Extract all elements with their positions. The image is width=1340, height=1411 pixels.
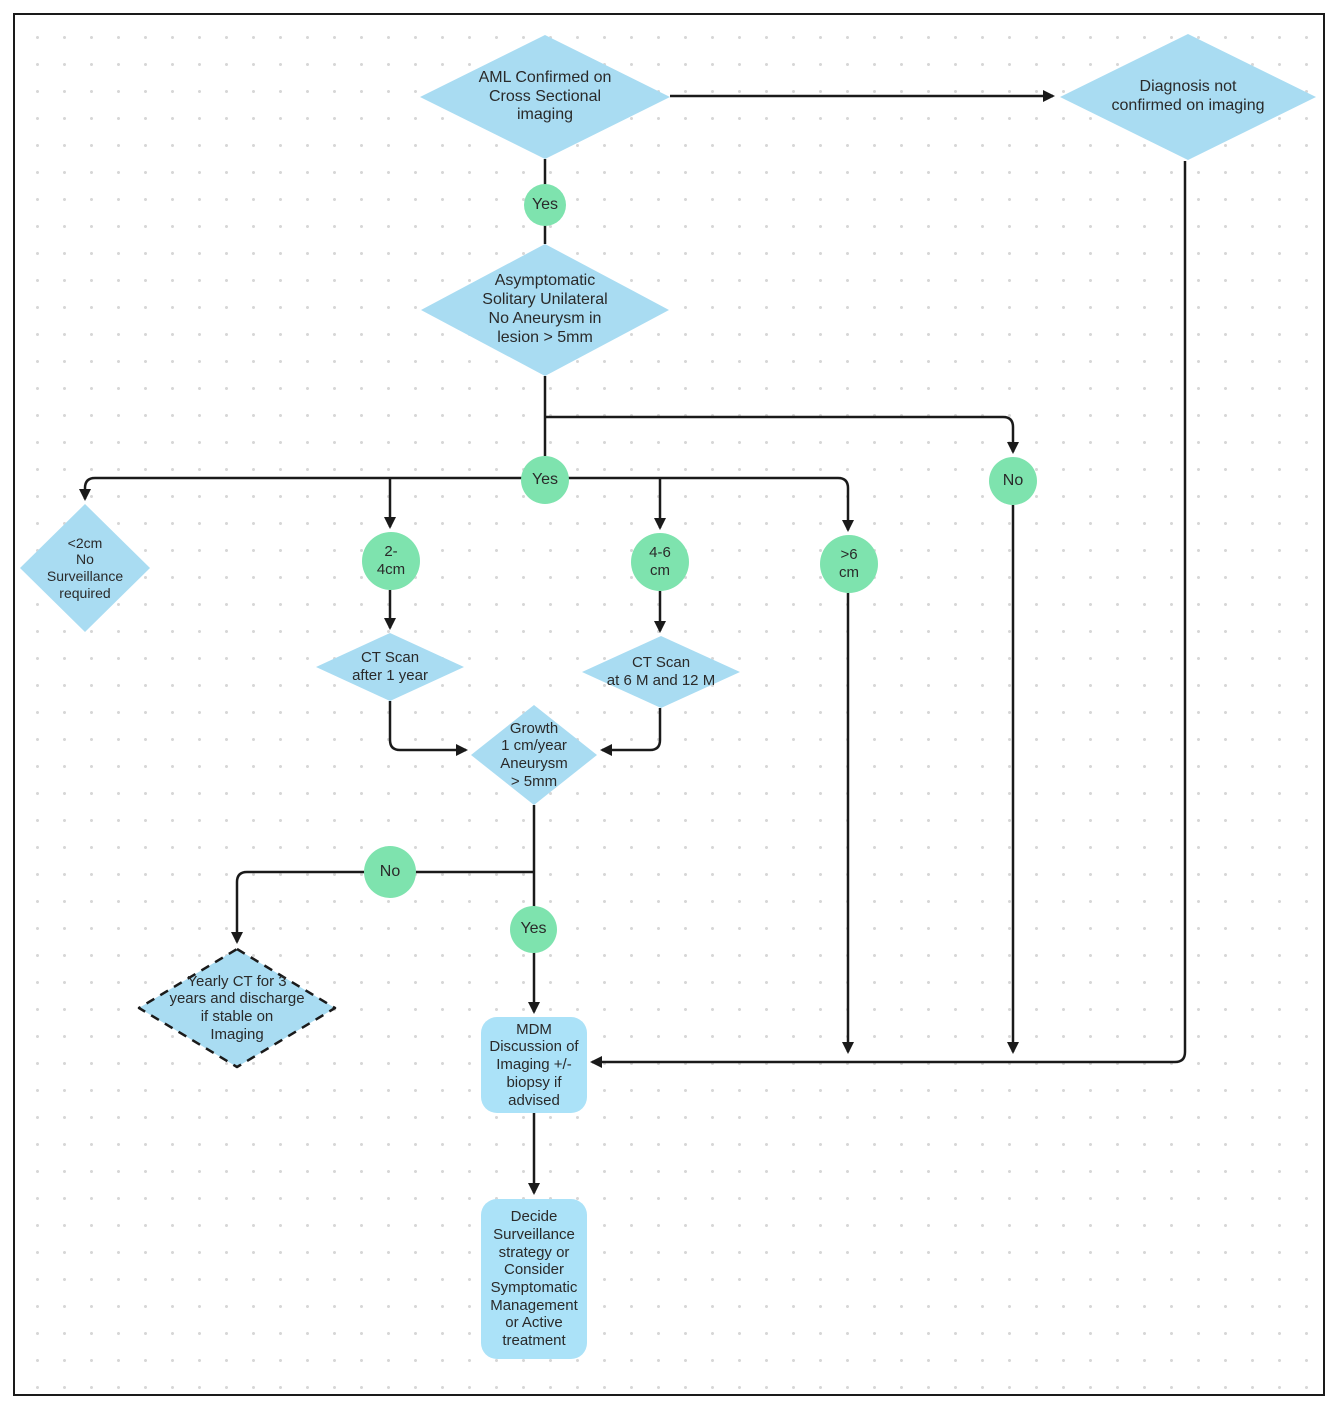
node-ct-scan-1-year: CT Scan after 1 year xyxy=(316,633,464,701)
node-diagnosis-not-confirmed: Diagnosis not confirmed on imaging xyxy=(1060,34,1316,160)
node-label: Growth 1 cm/year Aneurysm > 5mm xyxy=(500,719,568,790)
edge-yes2-to-lt2cm xyxy=(79,476,545,501)
node-label: Decide Surveillance strategy or Consider… xyxy=(490,1208,578,1350)
node-decide-strategy: Decide Surveillance strategy or Consider… xyxy=(481,1199,587,1359)
node-label: MDM Discussion of Imaging +/- biopsy if … xyxy=(489,1020,579,1109)
node-yes-1: Yes xyxy=(524,184,566,226)
node-label: Yearly CT for 3 years and discharge if s… xyxy=(169,972,305,1043)
roundbox-shape xyxy=(481,1199,587,1359)
node-label: 2- 4cm xyxy=(376,543,406,578)
node-growth-aneurysm: Growth 1 cm/year Aneurysm > 5mm xyxy=(471,705,597,805)
node-label: <2cm No Surveillance required xyxy=(46,534,124,601)
node-yes-2: Yes xyxy=(521,456,569,504)
node-no-2: No xyxy=(364,846,416,898)
node-label: Asymptomatic Solitary Unilateral No Aneu… xyxy=(482,272,608,346)
edge-no2-to-yearly xyxy=(231,870,534,944)
circle-shape xyxy=(364,846,416,898)
edge-asymptomatic-to-no1 xyxy=(545,415,1019,454)
circle-shape xyxy=(820,535,878,593)
node-label: Yes xyxy=(531,470,559,488)
node-label: >6 cm xyxy=(839,546,859,581)
node-no-1: No xyxy=(989,457,1037,505)
node-label: Diagnosis not confirmed on imaging xyxy=(1111,78,1265,114)
circle-shape xyxy=(362,532,420,590)
diagram-canvas xyxy=(13,13,1325,1396)
node-yes-3: Yes xyxy=(510,906,557,953)
node-yearly-ct-discharge: Yearly CT for 3 years and discharge if s… xyxy=(136,947,338,1069)
node-label: Yes xyxy=(531,195,559,213)
node-lt2cm-no-surveillance: <2cm No Surveillance required xyxy=(20,504,150,632)
edge-ct6-12-to-growth xyxy=(600,708,662,756)
node-size-gt6cm: >6 cm xyxy=(820,535,878,593)
node-size-4-6cm: 4-6 cm xyxy=(631,533,689,591)
node-label: AML Confirmed on Cross Sectional imaging xyxy=(478,68,612,124)
node-label: No xyxy=(379,862,401,880)
node-asymptomatic-criteria: Asymptomatic Solitary Unilateral No Aneu… xyxy=(421,244,669,376)
circle-shape xyxy=(521,456,569,504)
node-size-2-4cm: 2- 4cm xyxy=(362,532,420,590)
node-ct-scan-6-12-months: CT Scan at 6 M and 12 M xyxy=(582,636,740,708)
roundbox-shape xyxy=(481,1017,587,1113)
circle-shape xyxy=(989,457,1037,505)
node-label: CT Scan at 6 M and 12 M xyxy=(606,654,716,689)
edge-yes2-to-gt6 xyxy=(545,476,854,532)
circle-shape xyxy=(631,533,689,591)
node-mdm-discussion: MDM Discussion of Imaging +/- biopsy if … xyxy=(481,1017,587,1113)
dashed-diamond-shape xyxy=(137,947,337,1069)
node-aml-confirmed: AML Confirmed on Cross Sectional imaging xyxy=(420,35,670,159)
node-label: No xyxy=(1002,471,1024,489)
circle-shape xyxy=(524,184,566,226)
node-label: Yes xyxy=(520,920,547,938)
node-label: 4-6 cm xyxy=(649,544,671,579)
edge-ct1yr-to-growth xyxy=(388,701,468,756)
circle-shape xyxy=(510,906,557,953)
node-label: CT Scan after 1 year xyxy=(352,649,428,684)
edge-diagnosis-to-mdm xyxy=(590,161,1187,1068)
